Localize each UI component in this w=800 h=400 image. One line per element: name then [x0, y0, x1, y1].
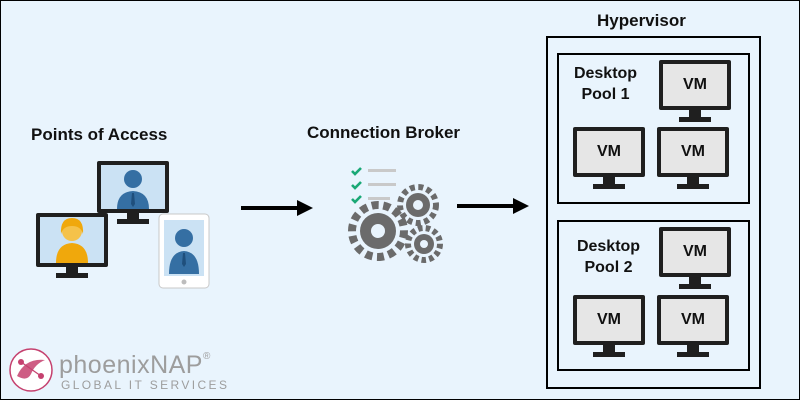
checklist-icon: [351, 167, 396, 204]
logo-brand-suffix: NAP: [150, 351, 203, 379]
connection-broker-title: Connection Broker: [307, 123, 461, 142]
vm-icon: VM: [657, 295, 729, 359]
hypervisor-box: [546, 36, 761, 389]
desktop-monitor-icon: [97, 161, 169, 224]
vm-label: VM: [577, 131, 641, 173]
gear-large-icon: [348, 201, 408, 261]
vm-label: VM: [663, 64, 727, 106]
logo-wordmark: phoenixNAP®: [59, 351, 210, 380]
pool-1-label-line1: Desktop: [573, 65, 638, 82]
laptop-monitor-icon: [36, 213, 108, 278]
pool-1-label-line2: Pool 1: [581, 86, 630, 103]
connection-broker-gears-icon: [348, 167, 443, 263]
logo-brand-prefix: phoenix: [59, 351, 151, 379]
vm-icon: VM: [659, 60, 731, 124]
vm-icon: VM: [659, 227, 731, 291]
pool-1-label: Desktop Pool 1: [563, 63, 648, 105]
vm-label: VM: [577, 299, 641, 341]
logo-trademark: ®: [202, 351, 211, 362]
desktop-pool-2: [557, 220, 750, 371]
logo-tagline: GLOBAL IT SERVICES: [61, 378, 230, 392]
vm-icon: VM: [573, 295, 645, 359]
desktop-pool-1: [557, 53, 750, 204]
gear-top-icon: [397, 184, 439, 226]
pool-2-label-line1: Desktop: [576, 238, 641, 255]
vm-icon: VM: [573, 127, 645, 191]
arrow-broker-to-hypervisor-icon: [457, 198, 529, 214]
vm-icon: VM: [657, 127, 729, 191]
vm-label: VM: [663, 231, 727, 273]
arrow-access-to-broker-icon: [241, 200, 313, 216]
access-devices: [36, 161, 210, 289]
points-of-access-title: Points of Access: [31, 125, 168, 144]
hypervisor-title: Hypervisor: [597, 11, 686, 30]
vm-label: VM: [661, 299, 725, 341]
tablet-icon: [158, 213, 210, 289]
pool-2-label-line2: Pool 2: [584, 259, 633, 276]
gear-bottom-icon: [405, 225, 443, 263]
vm-label: VM: [661, 131, 725, 173]
pool-2-label: Desktop Pool 2: [566, 236, 651, 278]
phoenixnap-logo-icon: [9, 348, 53, 392]
